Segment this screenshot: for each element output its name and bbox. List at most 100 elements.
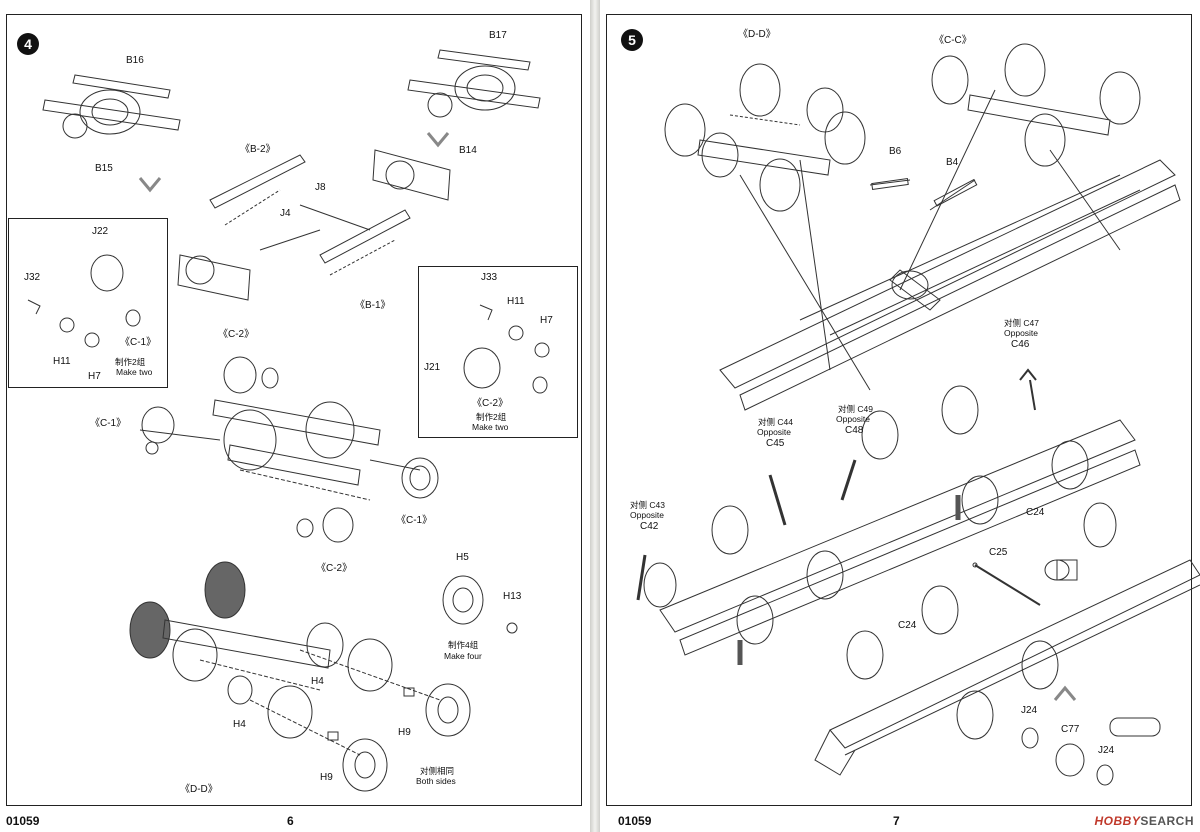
part-label-h5: H5	[456, 552, 469, 563]
part-label-j33: J33	[481, 272, 498, 283]
part-label-cc: 《C-C》	[934, 35, 972, 46]
part-label-c1: 《C-1》	[120, 337, 157, 348]
axle-housing-b15-b16	[42, 74, 181, 139]
part-label-b17: B17	[489, 30, 507, 41]
part-label-c45: C45	[766, 438, 785, 449]
wheels-h4-h9	[249, 638, 471, 792]
hub-c2-bottom	[296, 507, 354, 543]
part-label-b2: 《B-2》	[240, 144, 276, 155]
hub-c2-top	[223, 356, 279, 394]
part-label-c42: C42	[640, 521, 659, 532]
wheel-h5	[442, 575, 518, 634]
part-label-h7: H7	[88, 371, 101, 382]
part-label-j24: J24	[1021, 705, 1038, 716]
page-number: 6	[287, 814, 294, 828]
part-label-j8: J8	[315, 182, 326, 193]
note-opposite-c44-cn: 对侧 C44	[758, 417, 793, 427]
part-label-c2: 《C-2》	[472, 398, 509, 409]
part-label-b1: 《B-1》	[355, 300, 391, 311]
part-label-dd: 《D-D》	[738, 29, 776, 40]
note-opposite-c43-en: Opposite	[630, 510, 665, 520]
step-5-illustration	[636, 43, 1200, 786]
parts-h11-h7	[27, 299, 100, 348]
step-number-badge: 4	[17, 33, 39, 55]
page-frame	[606, 14, 1192, 806]
part-label-h9: H9	[320, 772, 333, 783]
part-label-c77: C77	[1061, 724, 1080, 735]
part-label-j4: J4	[280, 208, 291, 219]
note-opposite-c49-cn: 对侧 C49	[838, 404, 873, 414]
note-make-four-en: Make four	[444, 651, 482, 661]
part-label-c1: 《C-1》	[90, 418, 127, 429]
part-label-h4: H4	[233, 719, 246, 730]
part-label-j22: J22	[92, 226, 109, 237]
subassembly-inset-c1	[8, 218, 168, 388]
part-label-b6: B6	[889, 146, 902, 157]
part-label-h11: H11	[53, 356, 71, 367]
step-4-illustration	[27, 49, 550, 792]
part-label-c2: 《C-2》	[316, 563, 353, 574]
part-label-dd: 《D-D》	[180, 784, 218, 795]
watermark-rest: SEARCH	[1140, 814, 1194, 828]
subassembly-inset-c2	[418, 266, 578, 438]
note-opposite-c43-cn: 对侧 C43	[630, 500, 665, 510]
part-label-c46: C46	[1011, 339, 1030, 350]
part-label-j32: J32	[24, 272, 41, 283]
page-frame	[6, 14, 582, 806]
site-watermark: HOBBYSEARCH	[1094, 814, 1194, 828]
parts-h11-h7-b	[479, 304, 550, 358]
note-both-sides-cn: 对侧相同	[420, 766, 455, 776]
note-make-two-en: Make two	[472, 422, 509, 432]
suspension-links-c42-c48	[636, 368, 1037, 601]
catalog-number: 01059	[618, 814, 652, 828]
note-make-two-cn: 制作2组	[476, 412, 507, 422]
hub-j21	[463, 347, 548, 394]
note-both-sides-en: Both sides	[416, 776, 456, 786]
instruction-page-left: 4 B16 B15 B17 B14 《B-2》 J8 J4 《B-1》 J22 …	[0, 0, 590, 832]
suspension-b1-b2	[177, 149, 451, 301]
note-opposite-c47-cn: 对侧 C47	[1004, 318, 1039, 328]
part-label-h13: H13	[503, 591, 522, 602]
step-number-badge: 5	[621, 29, 643, 51]
part-label-c2: 《C-2》	[218, 329, 255, 340]
catalog-number: 01059	[6, 814, 40, 828]
note-make-four-cn: 制作4组	[448, 640, 479, 650]
hub-j22	[90, 254, 141, 327]
part-label-c25: C25	[989, 547, 1008, 558]
note-make-two-en: Make two	[116, 367, 153, 377]
part-label-b14: B14	[459, 145, 477, 156]
part-label-b4: B4	[946, 157, 959, 168]
part-label-j21: J21	[424, 362, 441, 373]
hub-c1-right	[401, 457, 439, 499]
drive-shafts-b4-b6	[869, 177, 978, 211]
hub-c1-left	[141, 406, 175, 455]
note-opposite-c49-en: Opposite	[836, 414, 871, 424]
axle-housing-b14-b17	[407, 49, 541, 118]
part-label-h9: H9	[398, 727, 411, 738]
chassis-frame-mid	[643, 385, 1141, 665]
part-label-h11: H11	[507, 296, 525, 307]
lower-axle-dd	[129, 561, 344, 705]
rear-axle-assembly	[139, 399, 421, 501]
book-gutter	[590, 0, 600, 832]
wheel-group-dd	[664, 63, 866, 212]
part-label-h7: H7	[540, 315, 553, 326]
parts-j24-c77	[1021, 717, 1161, 786]
instruction-page-right: 5 《D-D》 《C-C》 B6 B4 对侧 C47 Opposite C46 …	[600, 0, 1200, 832]
wheel-group-cc	[931, 43, 1141, 167]
watermark-brand: HOBBY	[1094, 814, 1141, 828]
part-label-c24: C24	[898, 620, 917, 631]
fuel-tank	[1044, 559, 1078, 581]
tie-rod-c25	[972, 562, 1041, 606]
chassis-frame-lower	[814, 502, 1200, 776]
page-number: 7	[893, 814, 900, 828]
note-opposite-c44-en: Opposite	[757, 427, 792, 437]
note-opposite-c47-en: Opposite	[1004, 328, 1039, 338]
part-label-c1: 《C-1》	[396, 515, 433, 526]
part-label-j24: J24	[1098, 745, 1115, 756]
part-label-c48: C48	[845, 425, 864, 436]
chassis-frame-top	[719, 159, 1181, 411]
part-label-b16: B16	[126, 55, 144, 66]
part-label-b15: B15	[95, 163, 113, 174]
